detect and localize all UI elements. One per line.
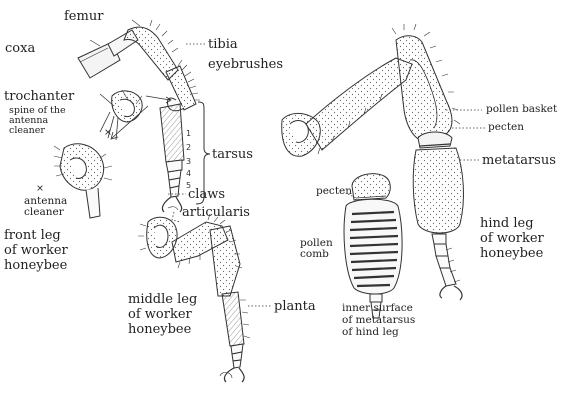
caption-inner-line2: of metatarsus (342, 314, 415, 326)
label-antenna-line2: cleaner (24, 207, 67, 218)
caption-inner-surface: inner surface of metatarsus of hind leg (342, 302, 415, 338)
front-leg-claws (162, 197, 181, 212)
label-spine-antenna-cleaner: spine of the antenna cleaner (9, 106, 66, 136)
caption-front-line3: honeybee (4, 258, 68, 273)
middle-leg-tibia (210, 226, 240, 296)
label-trochanter: trochanter (4, 90, 74, 103)
tarsus-segment-2: 2 (186, 144, 191, 152)
caption-middle-leg: middle leg of worker honeybee (128, 292, 197, 337)
caption-middle-line1: middle leg (128, 292, 197, 307)
label-antenna-cleaner: antenna cleaner (24, 196, 67, 218)
caption-front-leg: front leg of worker honeybee (4, 228, 68, 273)
inner-surface-drawing (344, 174, 402, 318)
caption-front-line2: of worker (4, 243, 68, 258)
caption-hind-line3: honeybee (480, 246, 544, 261)
label-planta: planta (274, 300, 316, 313)
tarsus-segment-3: 3 (186, 158, 191, 166)
label-articularis: articularis (182, 206, 250, 219)
label-spine-line3: cleaner (9, 126, 66, 136)
cross-mark-antenna: × (36, 184, 44, 194)
caption-middle-line3: honeybee (128, 322, 197, 337)
label-metatarsus: metatarsus (482, 154, 556, 167)
caption-hind-line2: of worker (480, 231, 544, 246)
front-leg-metatarsus (160, 104, 184, 162)
label-claws: claws (188, 188, 225, 201)
caption-hind-line1: hind leg (480, 216, 544, 231)
label-tarsus: tarsus (212, 148, 253, 161)
cross-mark-spine: × (104, 128, 112, 138)
tarsus-segment-1: 1 (186, 130, 191, 138)
caption-middle-line2: of worker (128, 307, 197, 322)
hind-leg-femur (306, 58, 412, 150)
hind-leg-tibia (396, 36, 452, 140)
label-tibia: tibia (208, 38, 238, 51)
caption-inner-line1: inner surface (342, 302, 415, 314)
label-coxa: coxa (5, 42, 35, 55)
caption-inner-line3: of hind leg (342, 326, 415, 338)
label-hind-pecten: pecten (488, 122, 524, 133)
label-eyebrushes: eyebrushes (208, 58, 283, 71)
label-pollen-line2: comb (300, 249, 333, 260)
caption-front-line1: front leg (4, 228, 68, 243)
label-inner-pecten: pecten (316, 186, 352, 197)
label-pollen-comb: pollen comb (300, 238, 333, 260)
label-pollen-basket: pollen basket (486, 104, 557, 115)
tarsus-segment-4: 4 (186, 170, 191, 178)
hind-leg-metatarsus (413, 148, 463, 233)
label-femur: femur (64, 10, 103, 23)
caption-hind-leg: hind leg of worker honeybee (480, 216, 544, 261)
